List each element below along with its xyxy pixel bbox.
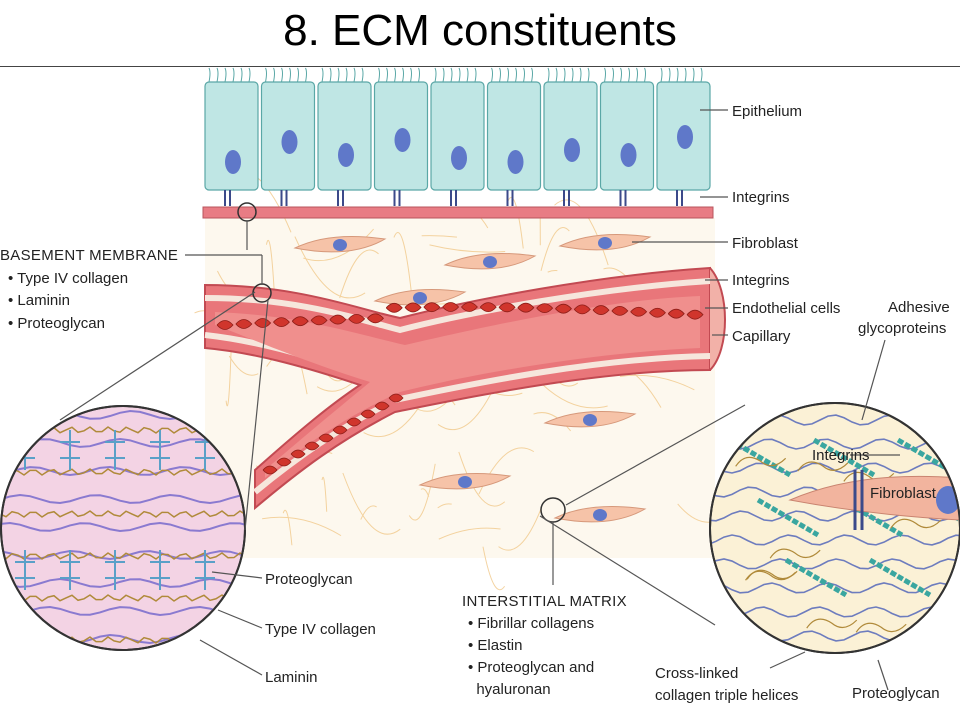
label-fibroblast: Fibroblast — [732, 235, 799, 252]
label-epithelium: Epithelium — [732, 103, 802, 120]
interstitial-item-1: • Fibrillar collagens — [468, 615, 594, 632]
page-title: 8. ECM constituents — [283, 6, 677, 55]
capillary-vessel — [204, 266, 726, 511]
label-adhesive-1: Adhesive — [888, 299, 950, 316]
epithelial-cell — [599, 67, 655, 206]
label-proteoglycan-left: Proteoglycan — [265, 571, 353, 588]
interstitial-item-4: hyaluronan — [468, 681, 551, 698]
fibroblast — [553, 505, 647, 523]
fibroblast — [418, 472, 512, 490]
basement-item-3: • Proteoglycan — [8, 315, 105, 332]
label-integrins-top: Integrins — [732, 189, 790, 206]
epithelial-cell — [430, 67, 485, 206]
interstitial-item-2: • Elastin — [468, 637, 522, 654]
epithelial-cell — [656, 67, 711, 206]
epithelium-cells — [204, 67, 711, 206]
epithelial-cell — [260, 67, 316, 206]
epithelial-cell — [317, 67, 372, 206]
label-crosslinked-2: collagen triple helices — [655, 687, 798, 704]
label-endothelial: Endothelial cells — [732, 300, 840, 317]
label-type4-left: Type IV collagen — [265, 621, 376, 638]
basement-item-1: • Type IV collagen — [8, 270, 128, 287]
label-capillary: Capillary — [732, 328, 791, 345]
interstitial-matrix-zoom — [709, 402, 960, 654]
label-fibroblast-zoom: Fibroblast — [870, 485, 937, 502]
red-blood-cells — [216, 302, 704, 475]
title-divider — [0, 66, 960, 67]
epithelial-cell — [486, 67, 542, 206]
interstitial-header: INTERSTITIAL MATRIX — [462, 593, 627, 610]
basement-item-2: • Laminin — [8, 292, 70, 309]
epithelial-cell — [543, 67, 598, 206]
fibroblast — [373, 288, 467, 306]
basement-header: BASEMENT MEMBRANE — [0, 247, 178, 264]
label-laminin-left: Laminin — [265, 669, 318, 686]
fibroblast — [558, 233, 652, 251]
leader-lines — [59, 109, 900, 691]
epithelial-cell — [373, 67, 429, 206]
label-adhesive-2: glycoproteins — [858, 320, 946, 337]
fibroblast — [543, 410, 637, 428]
fibroblast — [443, 252, 537, 270]
label-integrins-zoom: Integrins — [812, 447, 870, 464]
label-integrins-mid: Integrins — [732, 272, 790, 289]
label-crosslinked-1: Cross-linked — [655, 665, 738, 682]
fibroblast — [293, 235, 387, 253]
epithelial-cell — [204, 67, 259, 206]
fibroblast-cells — [293, 233, 652, 523]
basement-membrane-band — [202, 206, 714, 219]
label-proteoglycan-right: Proteoglycan — [852, 685, 940, 702]
interstitial-item-3: • Proteoglycan and — [468, 659, 594, 676]
